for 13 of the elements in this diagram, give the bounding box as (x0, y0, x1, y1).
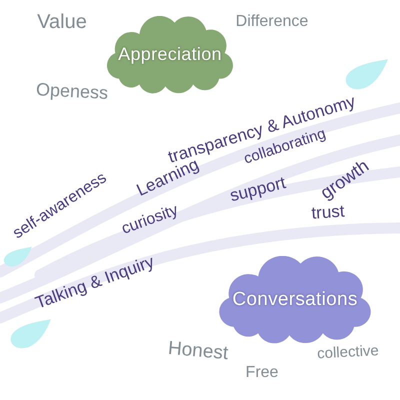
keyword: Free (246, 364, 278, 382)
keyword: Talking & Inquiry (33, 252, 157, 314)
keyword: Honest (167, 338, 229, 366)
cloud-label: Conversations (232, 290, 358, 310)
keyword: Openess (36, 80, 108, 104)
keyword: curiosity (119, 202, 181, 238)
keyword: Difference (236, 13, 308, 31)
keyword: trust (310, 202, 346, 224)
cloud-label: Appreciation (118, 45, 222, 65)
cloud (106, 16, 234, 94)
keyword: support (228, 174, 288, 206)
keyword: collective (316, 343, 380, 363)
keyword: Value (37, 11, 87, 33)
